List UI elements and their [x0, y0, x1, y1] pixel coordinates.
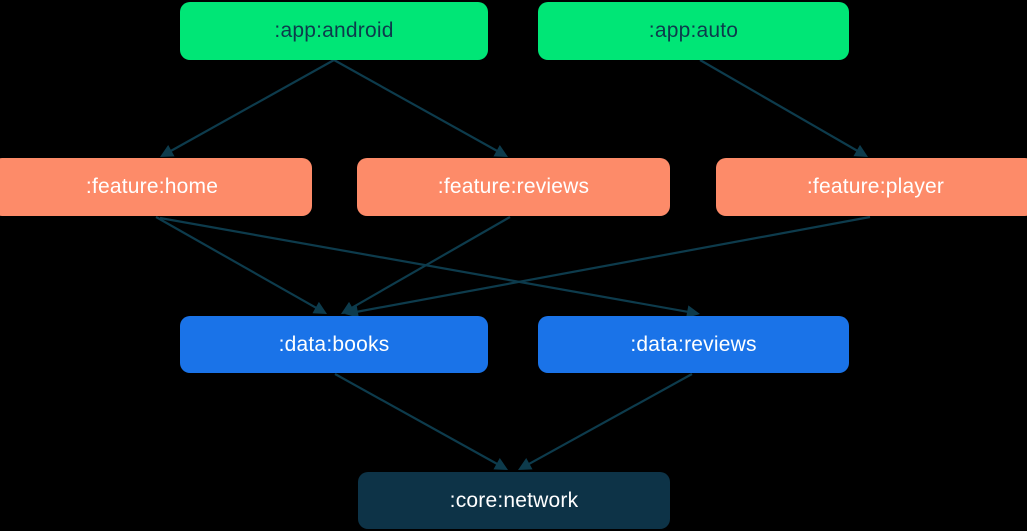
- graph-node-label: :feature:home: [85, 175, 219, 198]
- edge-line-feature-home-to-data-reviews: [159, 216, 692, 314]
- graph-node-app-android[interactable]: :app:android: [180, 2, 488, 60]
- edge-line-data-books-to-core-network: [334, 373, 501, 467]
- edge-line-app-auto-to-feature-player: [699, 59, 861, 154]
- graph-node-app-auto[interactable]: :app:auto: [538, 2, 849, 60]
- edge-arrowhead-app-android-to-feature-reviews: [493, 144, 508, 157]
- edge-line-data-reviews-to-core-network: [525, 373, 693, 467]
- edge-arrowhead-data-reviews-to-core-network: [518, 458, 533, 470]
- graph-node-core-network[interactable]: :core:network: [358, 472, 670, 529]
- edge-line-feature-home-to-data-books: [155, 216, 320, 311]
- edge-line-app-android-to-feature-reviews: [333, 59, 501, 154]
- edge-line-feature-player-to-data-books: [353, 215, 871, 314]
- graph-node-label: :app:android: [274, 19, 394, 42]
- graph-node-label: :app:auto: [648, 19, 739, 42]
- edge-line-app-android-to-feature-home: [167, 59, 335, 154]
- graph-node-label: :feature:player: [806, 175, 945, 198]
- graph-node-feature-reviews[interactable]: :feature:reviews: [357, 158, 670, 216]
- graph-node-label: :data:reviews: [630, 332, 757, 356]
- graph-node-data-reviews[interactable]: :data:reviews: [538, 316, 849, 373]
- edge-arrowhead-feature-reviews-to-data-books: [341, 301, 356, 314]
- graph-node-label: :core:network: [449, 488, 579, 512]
- graph-node-label: :feature:reviews: [437, 175, 590, 198]
- edge-line-feature-reviews-to-data-books: [348, 216, 511, 311]
- graph-node-label: :data:books: [278, 332, 390, 356]
- edge-arrowhead-app-auto-to-feature-player: [853, 144, 868, 157]
- graph-node-feature-player[interactable]: :feature:player: [716, 158, 1027, 216]
- graph-node-feature-home[interactable]: :feature:home: [0, 158, 312, 216]
- edge-arrowhead-data-books-to-core-network: [493, 458, 508, 470]
- edge-arrowhead-app-android-to-feature-home: [160, 144, 175, 157]
- graph-node-data-books[interactable]: :data:books: [180, 316, 488, 373]
- edge-arrowhead-feature-home-to-data-books: [312, 301, 327, 314]
